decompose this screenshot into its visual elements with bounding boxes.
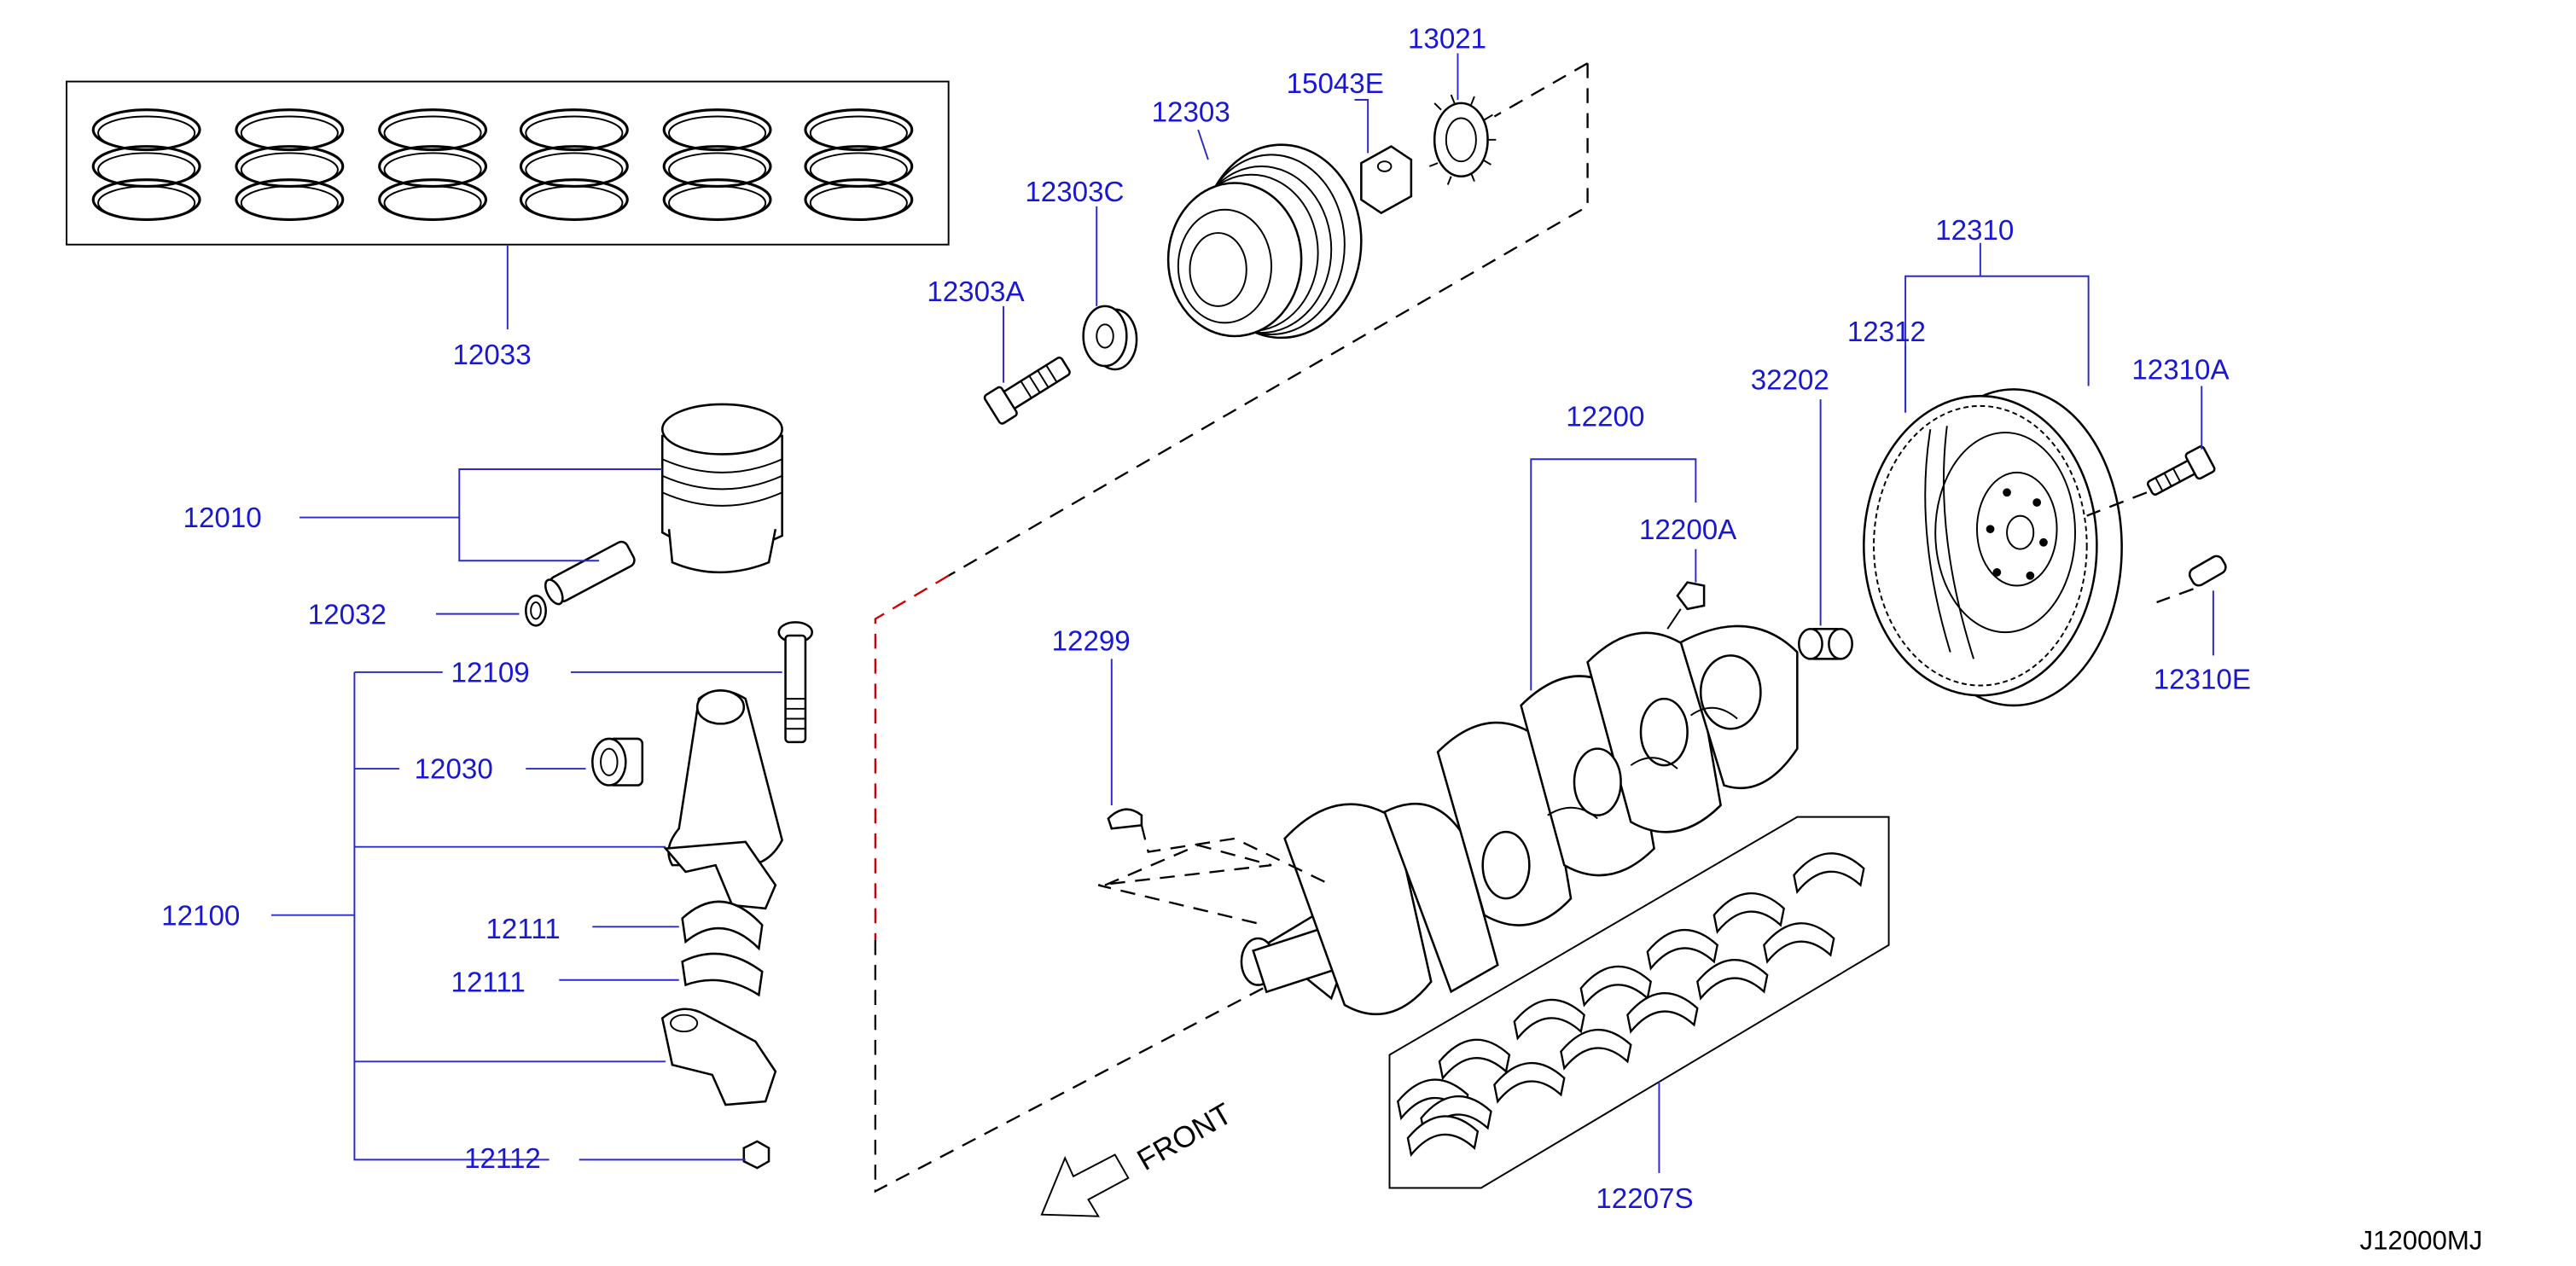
label-12200[interactable]: 12200 — [1566, 401, 1644, 433]
flywheel-dowel — [2188, 555, 2227, 587]
label-32202[interactable]: 32202 — [1751, 364, 1829, 396]
main-bearing-upper — [1646, 928, 1718, 971]
crank-pilot-plug — [1666, 581, 1706, 630]
crankshaft-group[interactable]: 12200 12200A 12299 — [1052, 401, 1799, 1016]
main-bearing-upper — [1579, 965, 1652, 1008]
crankshaft — [1240, 624, 1799, 1016]
pilot-bushing-group[interactable]: 32202 — [1751, 364, 1853, 660]
diagram-code: J12000MJ — [2360, 1226, 2483, 1256]
rod-bearing-upper — [681, 900, 764, 951]
bracket-12100 — [353, 671, 550, 1161]
front-label: FRONT — [1131, 1097, 1237, 1177]
flywheel-group[interactable]: 12310 12312 12310A 12310E — [1847, 215, 2251, 707]
piston-ring-set — [378, 108, 488, 221]
main-bearing-set-group[interactable]: 12207S — [1388, 816, 1890, 1215]
leader-15043E — [1354, 99, 1369, 154]
flywheel-bolt — [2146, 445, 2216, 496]
main-bearing-box — [1388, 816, 1890, 1189]
main-bearing-lower — [1493, 1061, 1566, 1104]
label-12111-upper[interactable]: 12111 — [486, 914, 560, 945]
label-12032[interactable]: 12032 — [308, 599, 387, 630]
piston-ring-grooves — [661, 458, 783, 507]
rod-big-end — [663, 840, 777, 910]
front-arrow-icon — [1040, 1153, 1130, 1217]
key-dash-path-2 — [1097, 844, 1272, 926]
label-12303A[interactable]: 12303A — [927, 276, 1025, 308]
flywheel — [1863, 388, 2123, 707]
main-bearing-lower — [1763, 922, 1835, 964]
label-12109[interactable]: 12109 — [451, 658, 530, 689]
key-dash-path — [1140, 825, 1325, 883]
piston-ring-set — [91, 108, 201, 221]
leader-12010 — [458, 468, 663, 562]
connecting-rod-group[interactable]: 12109 12030 12100 12111 12111 12112 — [161, 621, 814, 1175]
crank-pulley-group[interactable]: 12303 15043E 13021 12303C 12303A — [927, 24, 1497, 425]
engine-outline-dashed — [874, 62, 1589, 1193]
pulley-washer — [1082, 305, 1138, 371]
label-12112[interactable]: 12112 — [464, 1143, 541, 1175]
label-12299[interactable]: 12299 — [1052, 626, 1131, 658]
main-bearing-upper — [1438, 1038, 1511, 1081]
rod-bushing — [591, 737, 644, 787]
piston-crown — [660, 403, 783, 456]
label-12010[interactable]: 12010 — [183, 502, 262, 534]
piston-ring-set — [519, 108, 629, 221]
main-bearing-upper — [1513, 998, 1585, 1041]
rod-cap — [660, 1008, 777, 1106]
piston-pin — [544, 540, 636, 606]
label-13021[interactable]: 13021 — [1408, 24, 1486, 55]
crankshaft-key — [1107, 808, 1143, 830]
rod-nut — [742, 1140, 770, 1170]
snap-ring — [525, 594, 547, 627]
leader-12310 — [1904, 275, 2090, 413]
front-direction-indicator: FRONT — [1040, 1097, 1237, 1217]
label-12303[interactable]: 12303 — [1152, 96, 1230, 128]
label-15043E[interactable]: 15043E — [1287, 68, 1384, 100]
woodruff-key — [1360, 145, 1413, 215]
main-bearing-upper — [1712, 891, 1785, 934]
main-bearings — [1396, 852, 1865, 1158]
label-12200A[interactable]: 12200A — [1639, 514, 1737, 546]
label-12312[interactable]: 12312 — [1847, 316, 1926, 348]
piston-ring-set — [662, 108, 772, 221]
leader-12303 — [1197, 129, 1209, 160]
label-12310A[interactable]: 12310A — [2131, 355, 2230, 386]
label-12310[interactable]: 12310 — [1935, 215, 2014, 247]
rod-bolt — [777, 621, 814, 744]
main-bearing-lower — [1626, 991, 1699, 1034]
label-12100[interactable]: 12100 — [161, 900, 240, 932]
label-12030[interactable]: 12030 — [415, 754, 493, 786]
piston-ring-sets — [91, 108, 914, 221]
piston-ring-set-group[interactable]: 12033 — [66, 80, 950, 372]
label-12033[interactable]: 12033 — [452, 340, 531, 371]
label-12310E[interactable]: 12310E — [2154, 664, 2251, 695]
main-bearing-lower — [1696, 958, 1769, 1001]
pilot-bushing — [1798, 627, 1853, 660]
piston-ring-set — [804, 108, 914, 221]
crank-pulley — [1166, 143, 1363, 340]
label-12207S[interactable]: 12207S — [1596, 1183, 1693, 1215]
piston-ring-set — [235, 108, 345, 221]
piston-group[interactable]: 12010 12032 — [183, 403, 783, 630]
leader-12200 — [1530, 458, 1697, 691]
label-12111-lower[interactable]: 12111 — [451, 967, 526, 998]
main-bearing-upper — [1793, 852, 1865, 895]
main-bearing-lower — [1406, 1115, 1480, 1158]
label-12303C[interactable]: 12303C — [1025, 177, 1124, 208]
crank-sprocket — [1428, 94, 1497, 185]
rod-bearing-lower — [681, 952, 764, 997]
pulley-bolt — [983, 356, 1071, 425]
main-bearing-lower — [1560, 1028, 1632, 1071]
piston-skirt — [667, 528, 777, 574]
